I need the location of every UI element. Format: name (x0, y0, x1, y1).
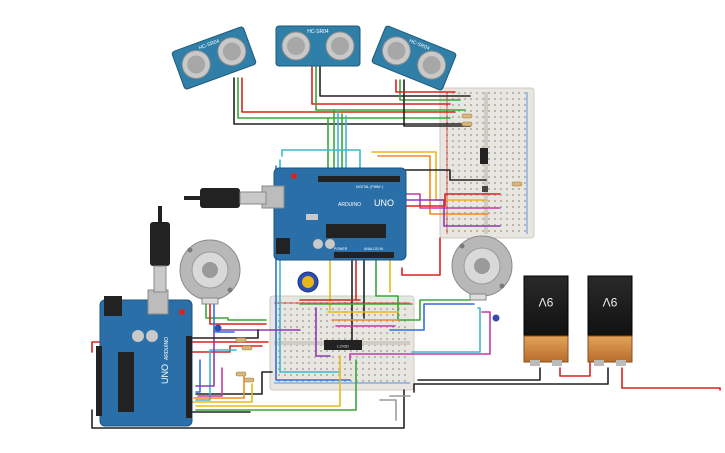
chip-label: L293D (337, 344, 349, 349)
board-model-label: UNO (374, 198, 394, 208)
battery-label: 9V (539, 295, 554, 309)
board-brand-label: ARDUINO (338, 202, 361, 208)
wires (91, 65, 721, 429)
resistors-left (235, 337, 255, 383)
ultrasonic-sensor-right[interactable]: HC-SR04 (371, 25, 457, 91)
board-model-label: UNO (160, 364, 170, 384)
analog-header-label: ANALOG IN (364, 247, 384, 251)
ultrasonic-sensor-center[interactable]: HC-SR04 (275, 25, 361, 67)
battery-label: 9V (603, 295, 618, 309)
battery-9v-left[interactable]: 9V (523, 275, 569, 366)
usb-cable-icon (184, 188, 267, 208)
ultrasonic-sensor-left[interactable]: HC-SR04 (171, 26, 257, 90)
potentiometer-icon[interactable] (297, 271, 319, 293)
motor-driver-chip[interactable]: L293D (324, 340, 362, 350)
sensor-model-label: HC-SR04 (307, 29, 329, 35)
arduino-uno-main[interactable]: UNO ARDUINO DIGITAL (PWM~) POWER ANALOG … (261, 167, 407, 261)
power-header-label: POWER (334, 247, 348, 251)
breadboard-components (461, 113, 523, 192)
battery-9v-right[interactable]: 9V (587, 275, 633, 366)
dc-motor-left[interactable] (179, 239, 241, 332)
arduino-uno-second[interactable]: UNO ARDUINO (96, 289, 193, 427)
digital-header-label: DIGITAL (PWM~) (356, 185, 383, 189)
dc-motor-right[interactable] (451, 235, 513, 322)
board-brand-label: ARDUINO (164, 337, 170, 360)
usb-cable-icon (150, 206, 170, 293)
